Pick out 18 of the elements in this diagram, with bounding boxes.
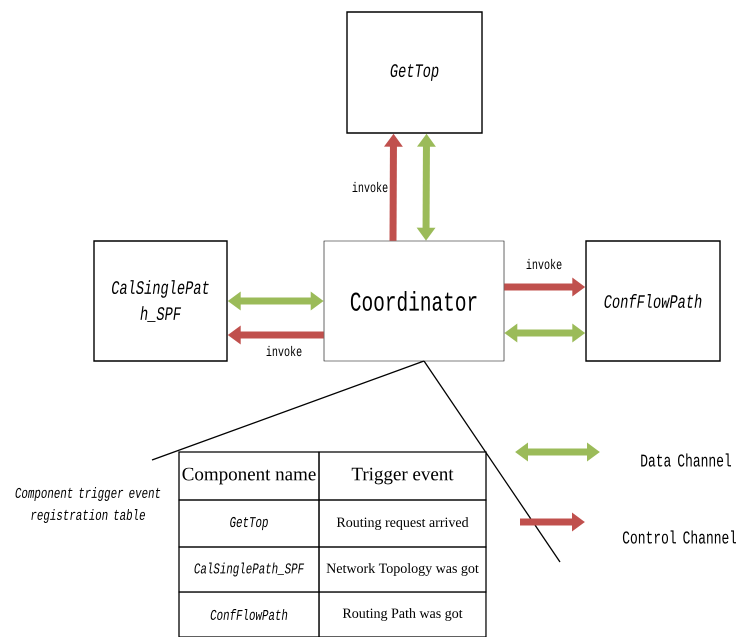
table-cell: GetTop [178,499,320,548]
table-cell: Routing request arrived [318,499,487,548]
table-header-cell: Trigger event [318,451,487,501]
table-caption: Component trigger event registration table [16,487,160,523]
table-cell: Network Topology was got [318,546,487,593]
table-cell: Routing Path was got [318,591,487,637]
legend-label: Data Channel [641,453,732,467]
component-box: GetTop [346,11,483,134]
edge-label: invoke [526,258,562,270]
edge-label: invoke [266,346,302,356]
component-box: CalSinglePat h_SPF [93,240,228,362]
component-box: Coordinator [324,240,504,362]
legend-label: Control Channel [622,530,736,544]
table-cell: CalSinglePath_SPF [178,546,320,593]
table-cell: ConfFlowPath [178,591,320,637]
edge-label: invoke [352,182,388,192]
component-box: ConfFlowPath [585,240,721,362]
table-header-cell: Component name [178,451,320,501]
